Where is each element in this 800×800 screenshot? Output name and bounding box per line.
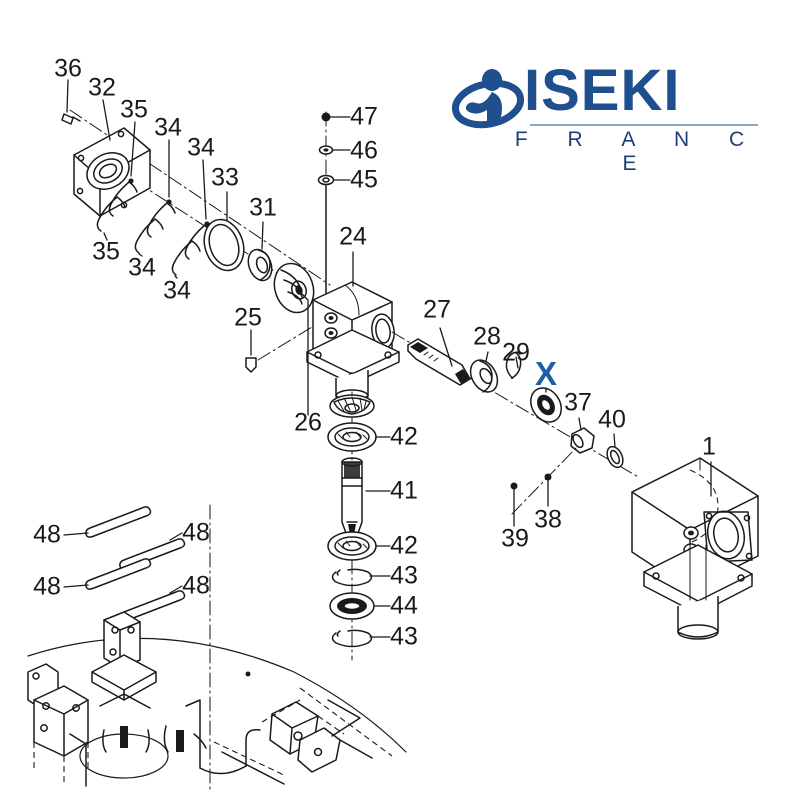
callout-number-29: 29 (502, 338, 530, 367)
iseki-france-logo: ISEKI F R A N C E (452, 58, 764, 175)
vertical-shaft-stack (327, 391, 391, 661)
callout-number-45: 45 (350, 165, 378, 194)
callout-number-42: 42 (390, 531, 418, 560)
callout-number-43: 43 (390, 561, 418, 590)
part-34-spring-pin-c (134, 218, 164, 257)
part-42-bearing-lower (327, 531, 391, 561)
part-43-snap-ring-upper (331, 568, 391, 587)
callout-number-34: 34 (163, 276, 191, 305)
logo-divider (530, 124, 758, 126)
part-x-seal (530, 387, 562, 423)
callout-number-36: 36 (54, 54, 82, 83)
callout-number-35: 35 (120, 95, 148, 124)
part-28-ball-bearing (469, 351, 499, 393)
part-40-o-ring (606, 433, 624, 469)
part-25-drain-plug (245, 315, 331, 373)
callout-number-41: 41 (390, 476, 418, 505)
part-41-vertical-shaft (341, 457, 391, 537)
part-37-spacer-bushing (570, 417, 595, 454)
part-24-gearbox-case (306, 251, 400, 403)
callout-number-33: 33 (211, 163, 239, 192)
part-35-spring-pin-lower (96, 196, 126, 241)
callout-number-24: 24 (339, 222, 367, 251)
callout-number-42: 42 (390, 422, 418, 451)
part-42-bearing-upper (327, 422, 391, 452)
part-35-spring-pin-upper (108, 121, 138, 217)
part-43-snap-ring-lower (331, 629, 391, 648)
part-1-gearbox-housing-assembly (631, 457, 759, 640)
callout-number-48: 48 (33, 572, 61, 601)
callout-number-35: 35 (92, 237, 120, 266)
callout-number-43: 43 (390, 622, 418, 651)
callout-number-39: 39 (501, 524, 529, 553)
brand-name-text: ISEKI (524, 60, 681, 122)
part-27-splined-shaft (391, 327, 641, 479)
callout-number-31: 31 (249, 193, 277, 222)
callout-number-34: 34 (128, 253, 156, 282)
callout-number-47: 47 (350, 102, 378, 131)
part-31-ball-bearing (247, 221, 273, 282)
callout-number-48: 48 (33, 520, 61, 549)
callout-number-1: 1 (702, 432, 716, 461)
part-32-flange-housing (73, 99, 151, 217)
part-34-spring-pin-d (171, 240, 201, 279)
part-26-bevel-gear-upper (273, 262, 315, 314)
callout-number-37: 37 (564, 388, 592, 417)
callout-number-26: 26 (294, 408, 322, 437)
callout-number-34: 34 (187, 133, 215, 162)
callout-number-27: 27 (423, 295, 451, 324)
iseki-wordmark: ISEKI (524, 60, 681, 122)
callout-number-48: 48 (182, 571, 210, 600)
part-48-rod-2 (119, 532, 186, 570)
part-36-grease-nipple (61, 79, 81, 125)
callout-number-44: 44 (390, 591, 418, 620)
part-38-39-pins (510, 445, 579, 527)
callout-number-28: 28 (473, 322, 501, 351)
callout-number-34: 34 (154, 113, 182, 142)
callout-number-25: 25 (234, 303, 262, 332)
callout-number-38: 38 (534, 505, 562, 534)
machine-deck-context (27, 611, 407, 787)
callout-number-48: 48 (182, 518, 210, 547)
selected-part-marker: X (534, 355, 558, 392)
callout-number-40: 40 (598, 405, 626, 434)
part-26-leader (299, 291, 309, 416)
callout-number-32: 32 (88, 73, 116, 102)
callout-number-46: 46 (350, 136, 378, 165)
brand-subtitle: F R A N C E (514, 128, 762, 175)
part-48-rod-1 (63, 506, 152, 538)
part-29-snap-ring (505, 351, 522, 379)
part-48-rods (63, 504, 211, 791)
part-48-rod-3 (63, 558, 152, 590)
top-fastener-stack (317, 111, 351, 301)
part-bevel-gear-lower (329, 394, 375, 418)
iseki-figure-ellipse-logo (452, 69, 524, 129)
part-33-o-ring (203, 191, 245, 272)
part-44-oil-seal (329, 592, 391, 620)
